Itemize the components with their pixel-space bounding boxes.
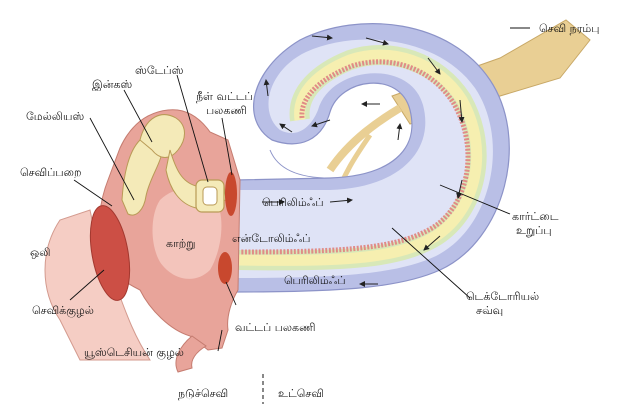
label-eardrum: செவிப்பறை [20,166,81,179]
label-perilymph-bottom: பெரிலிம்ஃப் [284,274,346,287]
label-middle-ear: நடுச்செவி [178,387,228,400]
label-inner-ear: உட்செவி [278,387,324,400]
label-round-window: வட்டப் பலகணி [235,321,315,334]
cochlea [235,24,509,292]
label-ear-canal: செவிக்குழல் [32,304,94,317]
label-tectorial-1: டெக்டோரியல் [466,290,539,303]
label-oval-window-1: நீள் வட்டப் [196,90,253,103]
label-oval-window-2: பலகணி [206,104,247,117]
label-cochlear-nerve: செவி நரம்பு [539,22,599,35]
label-sound: ஒலி [30,246,50,259]
label-tectorial-2: சவ்வு [476,304,503,317]
label-organ-of-corti-1: கார்ட்டை [512,210,558,223]
label-endolymph: என்டோலிம்ஃப் [232,232,310,245]
oval-window [225,172,237,216]
label-air: காற்று [166,237,195,250]
label-stapes: ஸ்டேப்ஸ் [135,64,183,77]
label-incus: இன்கஸ் [92,78,132,91]
round-window [218,252,232,284]
label-perilymph-top: பெரிலிம்ஃப் [262,196,324,209]
label-eustachian: யூஸ்டெசியன் குழல் [84,346,184,359]
label-malleus: மேல்லியஸ் [26,110,84,123]
label-organ-of-corti-2: உறுப்பு [516,224,552,237]
